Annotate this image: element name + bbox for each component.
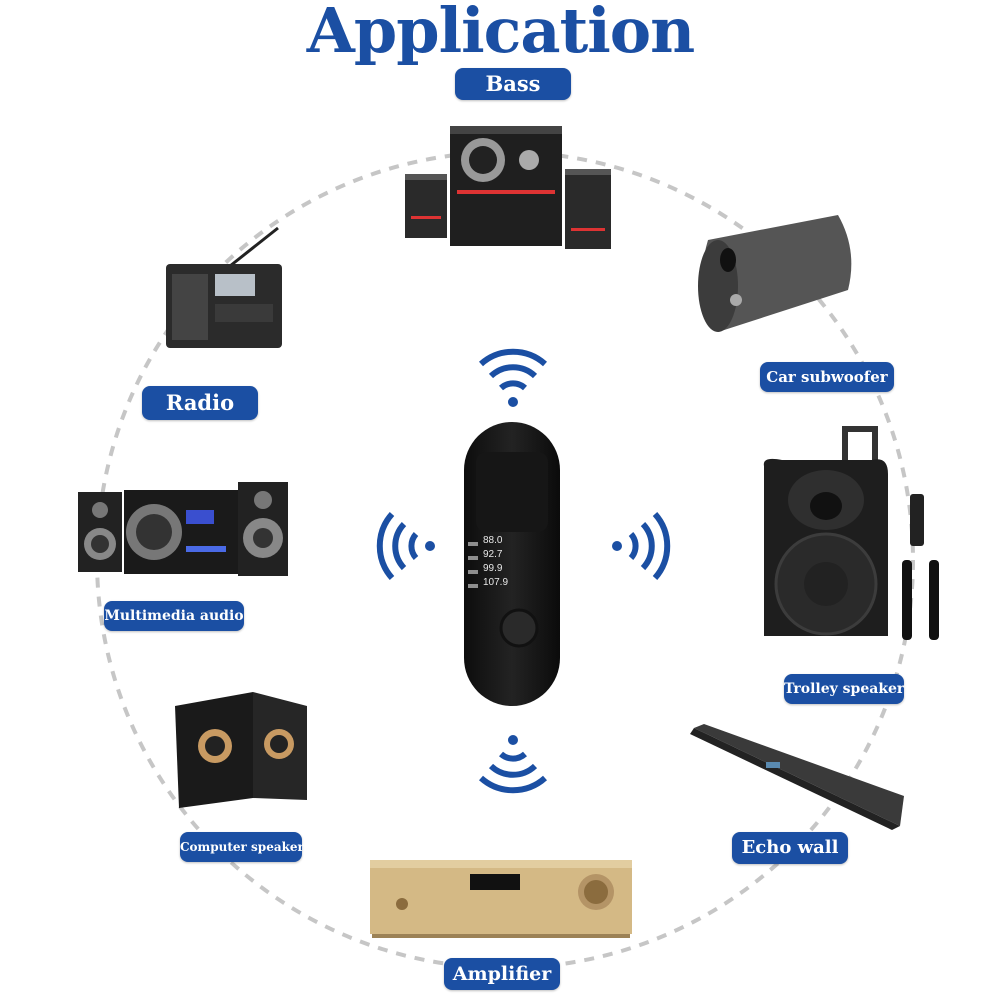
freq-label-3: 99.9 [483,563,503,574]
fm-transmitter-device [462,420,562,708]
bass-speaker-image [405,124,615,256]
label-echo-wall: Echo wall [732,832,848,864]
trolley-speaker-image [762,426,952,652]
label-car-subwoofer: Car subwoofer [760,362,894,392]
label-trolley-speaker: Trolley speaker [784,674,904,704]
amplifier-image [366,852,638,942]
freq-label-2: 92.7 [483,549,503,560]
computer-speaker-image [175,692,310,808]
freq-label-4: 107.9 [483,577,509,588]
page-title: Application [306,0,695,67]
label-amplifier: Amplifier [444,958,560,990]
multimedia-audio-image [78,480,303,580]
label-bass: Bass [455,68,571,100]
freq-label-1: 88.0 [483,535,503,546]
label-radio: Radio [142,386,258,420]
label-computer-speaker: Computer speaker [180,832,304,862]
label-multimedia-audio: Multimedia audio [104,601,244,631]
car-subwoofer-image [688,210,863,335]
radio-image [160,222,290,352]
echo-wall-image [690,722,910,832]
